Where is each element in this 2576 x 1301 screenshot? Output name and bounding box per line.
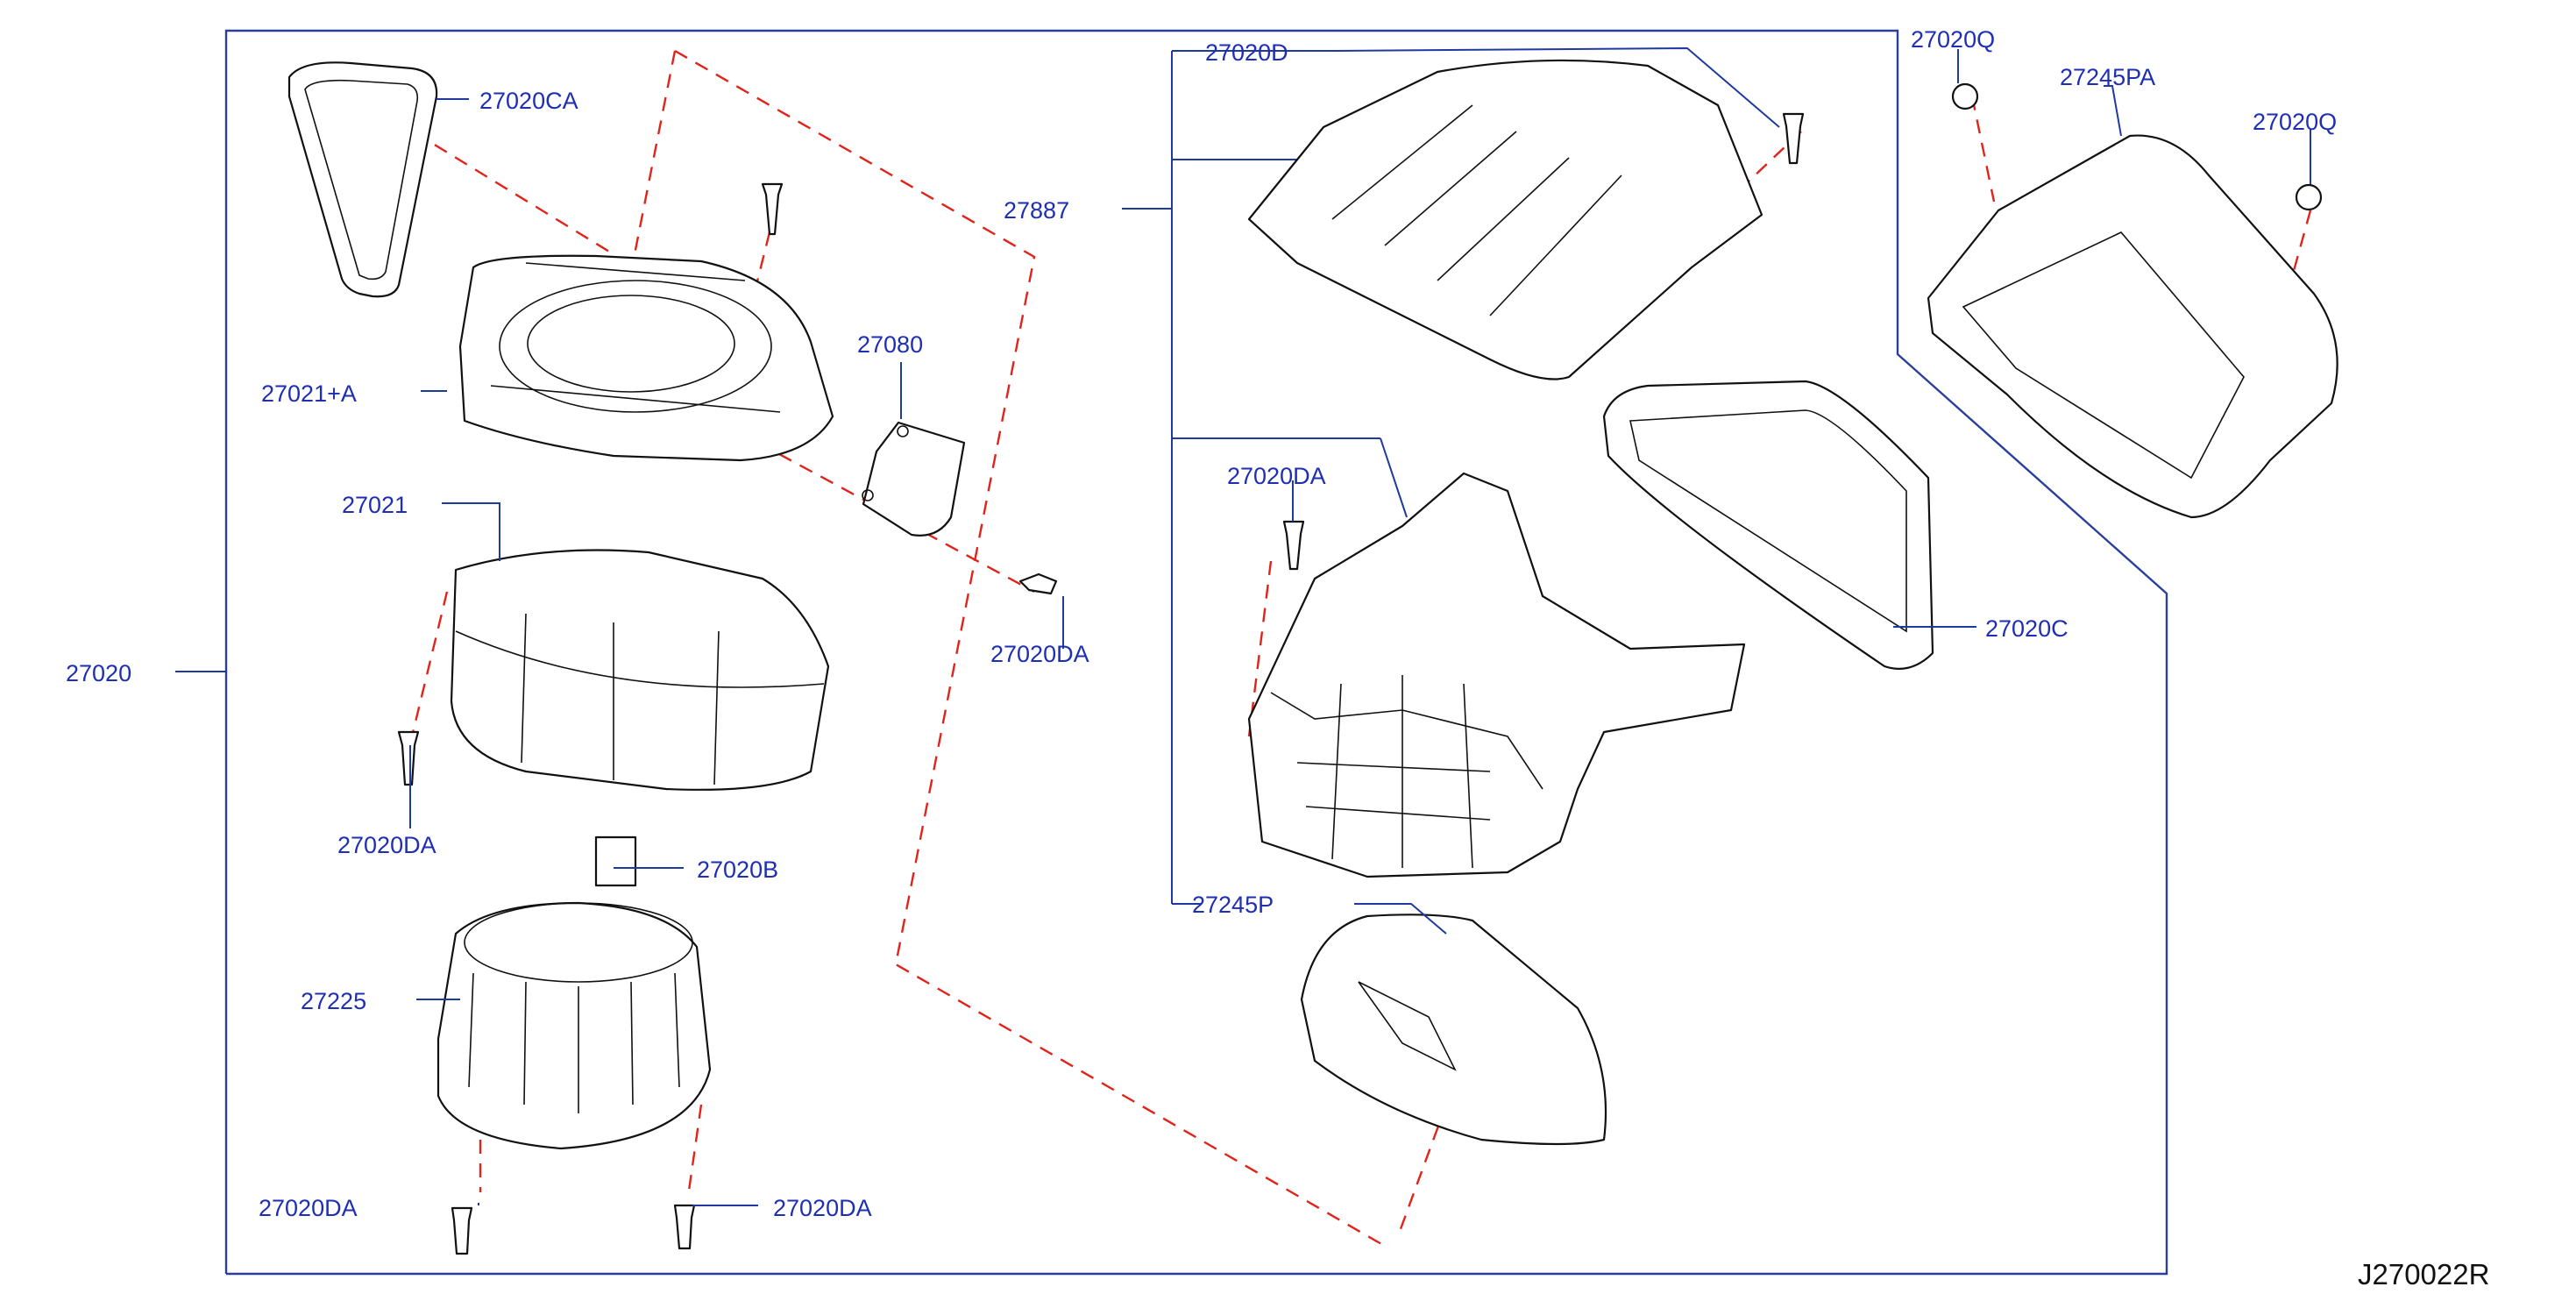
- filter-seal-drawing: [287, 61, 438, 298]
- part-label: 27020Q: [1911, 26, 1995, 53]
- part-label: 27020DA: [337, 832, 436, 858]
- bracket-drawing: [594, 835, 637, 887]
- upper-blower-case-drawing: [458, 254, 834, 462]
- part-label: 27225: [301, 988, 366, 1014]
- part-label: 27020C: [1985, 615, 2069, 642]
- part-label: 27020: [66, 660, 131, 686]
- filter-frame-drawing: [1602, 380, 1934, 670]
- part-label: 27020DA: [259, 1195, 358, 1221]
- part-labels: 27020CA 27021+A 27080 27887 27021 27020 …: [66, 26, 2337, 1221]
- part-label: 27020D: [1205, 39, 1288, 66]
- screw-drawings: [397, 82, 2323, 1255]
- part-label: 27020CA: [479, 88, 578, 114]
- intake-unit-drawing: [1247, 472, 1746, 878]
- part-label: 27020DA: [773, 1195, 872, 1221]
- part-label: 27080: [857, 331, 923, 358]
- part-label: 27245PA: [2060, 64, 2155, 90]
- part-label: 27020B: [697, 857, 778, 883]
- part-label: 27021+A: [261, 380, 357, 407]
- lower-blower-case-drawing: [450, 549, 830, 791]
- part-label: 27245P: [1192, 892, 1274, 918]
- part-label: 27020DA: [990, 641, 1089, 667]
- diagram-code: J270022R: [2358, 1258, 2489, 1290]
- blower-motor-drawing: [436, 901, 712, 1150]
- part-label: 27887: [1004, 197, 1069, 224]
- resistor-drawing: [862, 421, 966, 537]
- part-label: 27020Q: [2253, 109, 2337, 135]
- lower-duct-cover-drawing: [1300, 914, 1607, 1146]
- part-label: 27020DA: [1227, 463, 1326, 489]
- leader-lines: [409, 46, 2311, 1206]
- outer-frame: [175, 29, 2168, 1276]
- upper-duct-drawing: [1247, 59, 1763, 380]
- intake-housing-drawing: [1927, 134, 2338, 519]
- part-label: 27021: [342, 492, 408, 518]
